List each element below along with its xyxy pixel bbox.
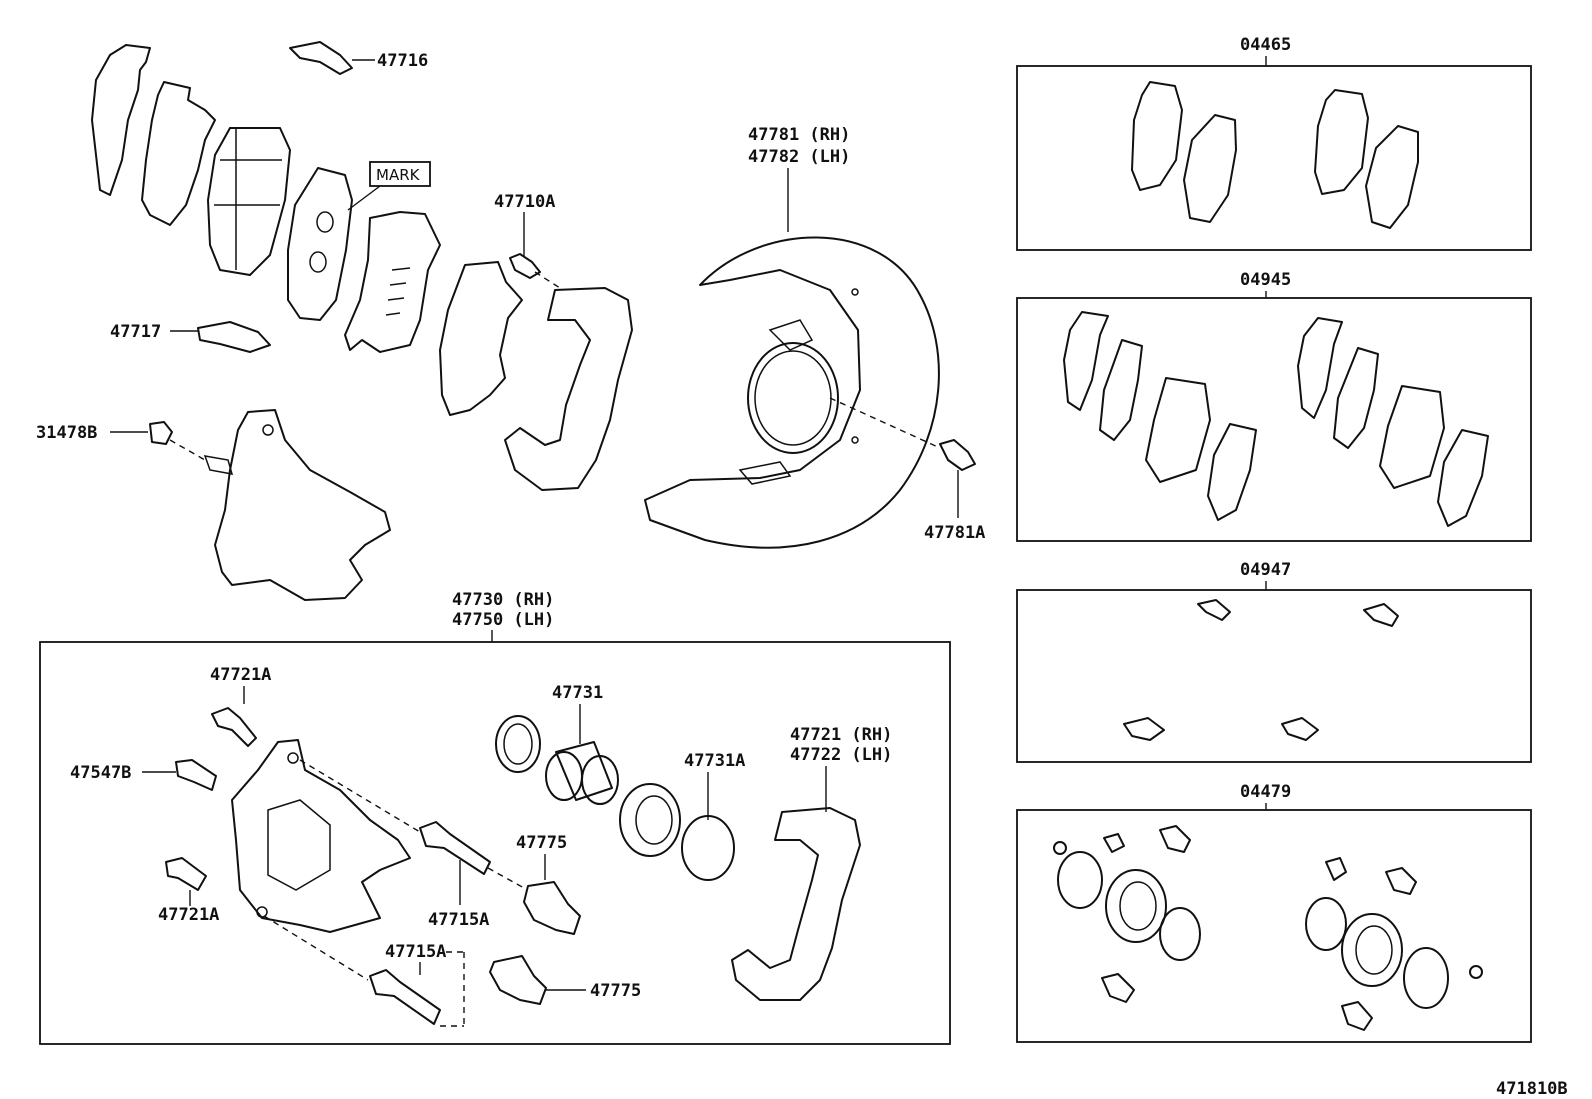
figure-id: 471810B (1496, 1079, 1568, 1099)
bolt-47781A (939, 439, 976, 471)
label-47721-rh: 47721 (RH) (790, 725, 892, 745)
label-47721A-top: 47721A (210, 665, 271, 685)
caliper-cylinder-body (231, 739, 411, 933)
kit-04479-code: 04479 (1240, 782, 1291, 802)
mark-label: MARK (376, 166, 421, 184)
bushing-boot-lower (489, 955, 547, 1005)
bolt-47710A (509, 253, 541, 279)
piston-47731 (545, 741, 619, 805)
pad-clip-47717 (197, 321, 271, 353)
label-47716: 47716 (377, 51, 428, 71)
bleeder-plug-47547B (175, 759, 217, 791)
kit-04947-box (1016, 589, 1532, 763)
kit-04479-seals (1053, 825, 1483, 1031)
disc-brake-dust-cover (644, 236, 940, 549)
kit-04945-box (1016, 297, 1532, 542)
label-47547B: 47547B (70, 763, 131, 783)
mark-box (369, 161, 431, 187)
label-47721A-bottom: 47721A (158, 905, 219, 925)
anti-squeal-shim (344, 211, 441, 353)
inner-pad (287, 167, 353, 321)
piston-seal-47731A (681, 815, 735, 881)
label-47781A: 47781A (924, 523, 985, 543)
kit-04945-code: 04945 (1240, 270, 1291, 290)
label-47722-lh: 47722 (LH) (790, 745, 892, 765)
kit-04465-pads (1131, 81, 1419, 229)
caliper-cylinder (203, 409, 391, 601)
label-47717: 47717 (110, 322, 161, 342)
kit-04465-box (1016, 65, 1532, 251)
kit-04947-code: 04947 (1240, 560, 1291, 580)
label-47715A-lower: 47715A (385, 942, 446, 962)
pad-clip-47716 (289, 41, 353, 75)
label-47750-lh: 47750 (LH) (452, 610, 554, 630)
label-47731A: 47731A (684, 751, 745, 771)
label-47781-rh: 47781 (RH) (748, 125, 850, 145)
label-47731: 47731 (552, 683, 603, 703)
cylinder-boot (619, 783, 681, 857)
label-47730-rh: 47730 (RH) (452, 590, 554, 610)
label-47782-lh: 47782 (LH) (748, 147, 850, 167)
kit-04945-shims (1063, 311, 1489, 527)
outer-pad (207, 127, 291, 276)
label-47775-lower: 47775 (590, 981, 641, 1001)
label-47775-upper: 47775 (516, 833, 567, 853)
outer-shim-2 (141, 81, 216, 226)
kit-04479-box (1016, 809, 1532, 1043)
kit-04947-clips (1123, 599, 1399, 741)
piston-boot-ring (495, 715, 541, 773)
caliper-assembly-box (39, 641, 951, 1045)
label-47710A: 47710A (494, 192, 555, 212)
label-47715A-upper: 47715A (428, 910, 489, 930)
kit-04465-code: 04465 (1240, 35, 1291, 55)
slide-pin-upper (419, 821, 491, 875)
bleeder-cap-31478B (149, 421, 173, 445)
outer-shim-1 (91, 44, 151, 196)
label-31478B: 31478B (36, 423, 97, 443)
bushing-boot-upper (523, 881, 581, 935)
slide-pin-lower (369, 969, 441, 1025)
bolt-47721A-bottom (165, 857, 207, 891)
caliper-bracket-47721 (731, 807, 861, 1001)
caliper-mounting-bracket (504, 287, 633, 491)
support-plate (439, 261, 523, 416)
bolt-47721A-top (211, 707, 257, 747)
